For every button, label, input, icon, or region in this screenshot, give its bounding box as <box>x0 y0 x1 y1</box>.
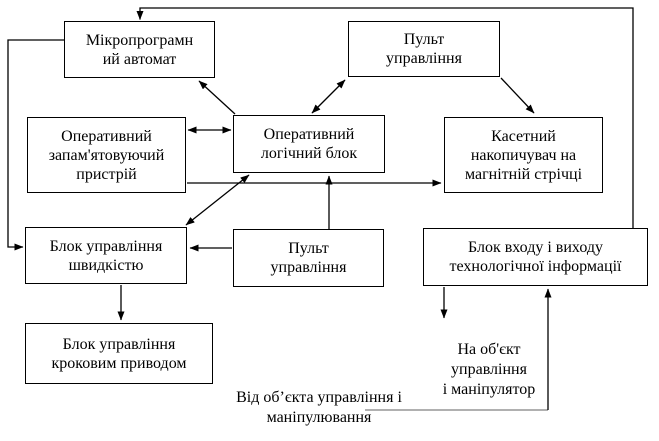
box-io-unit: Блок входу і виходу технологічної інформ… <box>423 228 648 286</box>
label-line: маніпулювання <box>266 409 372 426</box>
label-to-object: На об'єкт управління і маніпулятор <box>424 340 554 400</box>
box-line: Блок входу і виходу <box>468 239 603 256</box>
box-line: управління <box>386 50 462 67</box>
box-ram-device: Оперативний запам'ятовуючий пристрій <box>27 117 186 193</box>
box-line: Касетний <box>491 127 556 145</box>
box-line: Пульт <box>288 240 329 257</box>
box-line: Блок управління <box>49 237 163 255</box>
box-line: ий автомат <box>102 50 177 68</box>
box-line: управління <box>270 259 347 276</box>
label-line: Від об’єкта управління і <box>236 389 402 406</box>
box-line: кроковим приводом <box>51 354 187 372</box>
label-from-object: Від об’єкта управління і маніпулювання <box>214 388 424 428</box>
connector-olu-speed-bidirectional <box>185 174 250 226</box>
box-line: Мікропрограмн <box>85 31 194 49</box>
box-control-panel-bottom: Пульт управління <box>233 229 384 287</box>
box-cassette-tape-drive: Касетний накопичувач на магнітній стрічц… <box>444 117 603 193</box>
connector-olu-to-automaton <box>198 80 236 115</box>
box-line: логічний блок <box>260 145 358 162</box>
box-line: накопичувач на <box>470 146 577 164</box>
box-step-drive-control-unit: Блок управління кроковим приводом <box>25 323 213 384</box>
connector-automaton-to-speed-unit <box>7 39 64 251</box>
box-line: швидкістю <box>68 256 144 274</box>
box-line: Оперативний <box>61 127 152 145</box>
label-line: і маніпулятор <box>442 381 536 398</box>
box-control-panel-top: Пульт управління <box>348 21 500 77</box>
box-line: магнітній стрічці <box>464 165 583 183</box>
box-operational-logic-unit: Оперативний логічний блок <box>233 115 385 173</box>
box-line: Оперативний <box>263 126 355 143</box>
box-line: Пульт <box>403 31 445 48</box>
connector-panel-to-cassette <box>500 77 535 114</box>
box-line: технологічної інформації <box>449 258 622 275</box>
label-line: На об'єкт <box>457 341 521 358</box>
connector-io-to-automaton <box>136 7 634 228</box>
box-speed-control-unit: Блок управління швидкістю <box>25 227 187 284</box>
box-line: запам'ятовуючий <box>48 146 165 164</box>
box-microprogram-automaton: Мікропрограмн ий автомат <box>64 21 215 78</box>
box-line: пристрій <box>76 165 137 183</box>
label-line: управління <box>451 361 527 378</box>
connector-olu-panel-bidirectional <box>311 79 346 114</box>
box-line: Блок управління <box>62 335 176 353</box>
